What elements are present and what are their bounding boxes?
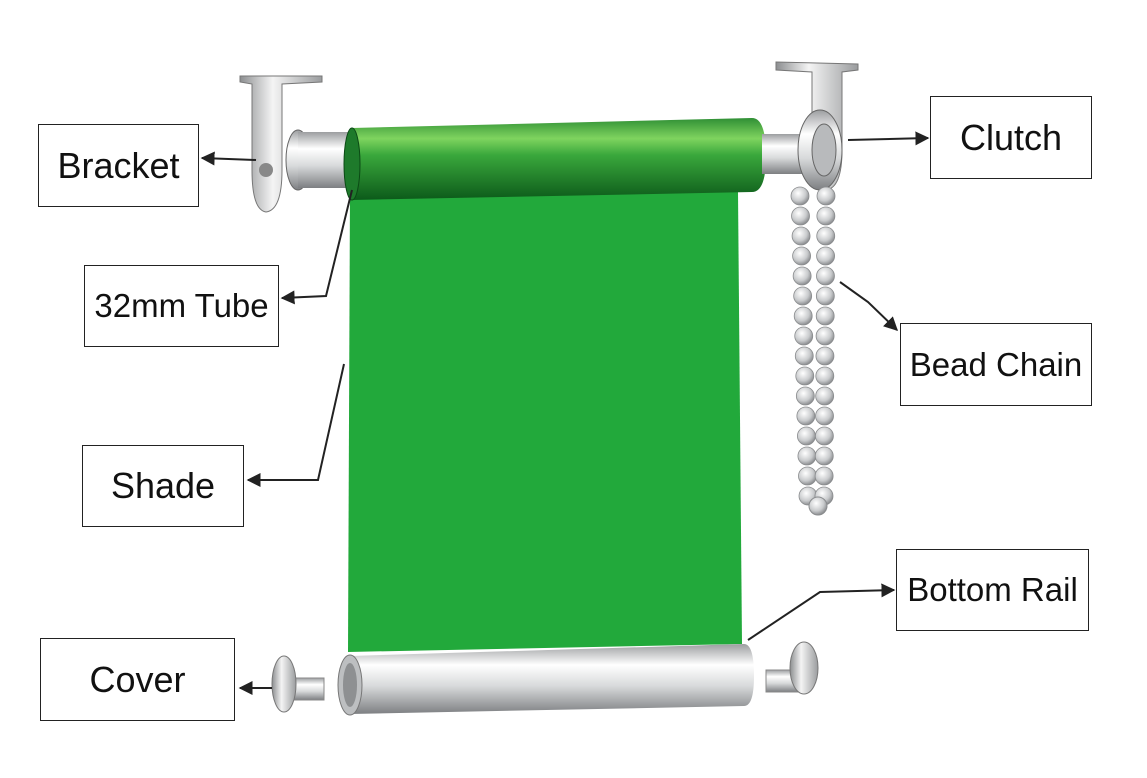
bead — [793, 306, 813, 326]
bead — [815, 386, 835, 406]
bead — [795, 386, 815, 406]
bead — [814, 446, 834, 466]
top-tube — [343, 118, 766, 201]
bead — [795, 366, 815, 386]
clutch-label: Clutch — [930, 96, 1092, 179]
bead — [791, 206, 810, 226]
tube-leader — [280, 189, 353, 305]
bead — [816, 226, 836, 246]
bead-chain-leader — [839, 281, 899, 331]
bead — [794, 326, 814, 346]
bead — [815, 426, 834, 446]
bead — [815, 306, 835, 326]
bead — [815, 326, 835, 346]
bead — [816, 186, 836, 206]
bead — [815, 346, 835, 366]
right-cover-cap — [765, 641, 819, 695]
bead-chain — [790, 186, 836, 516]
bead — [797, 426, 816, 446]
bead — [796, 406, 816, 426]
bead — [791, 226, 811, 246]
bead — [798, 466, 817, 486]
bracket-leader — [200, 151, 257, 166]
bead — [808, 496, 828, 516]
left-cover-cap — [271, 655, 325, 713]
shade-fabric — [348, 190, 742, 652]
bead — [815, 366, 835, 386]
bracket-label: Bracket — [38, 124, 199, 207]
bead-chain-label: Bead Chain — [900, 323, 1092, 406]
bead — [792, 266, 812, 286]
bead — [797, 446, 817, 466]
clutch-leader — [847, 131, 930, 146]
bead — [792, 246, 811, 266]
bead — [790, 186, 810, 206]
bottom-rail-label: Bottom Rail — [896, 549, 1089, 631]
bead — [815, 286, 835, 306]
bead — [793, 286, 813, 306]
cover-label: Cover — [40, 638, 235, 721]
bottom-rail-leader — [747, 583, 896, 641]
bead — [816, 246, 835, 266]
shade-leader — [246, 363, 345, 487]
tube-label: 32mm Tube — [84, 265, 279, 347]
clutch-assembly — [762, 61, 859, 191]
bead — [814, 466, 834, 486]
bottom-rail — [337, 644, 754, 716]
shade-label: Shade — [82, 445, 244, 527]
bead — [794, 346, 814, 366]
bead — [816, 266, 835, 286]
bead — [815, 406, 834, 426]
bead — [816, 206, 836, 226]
